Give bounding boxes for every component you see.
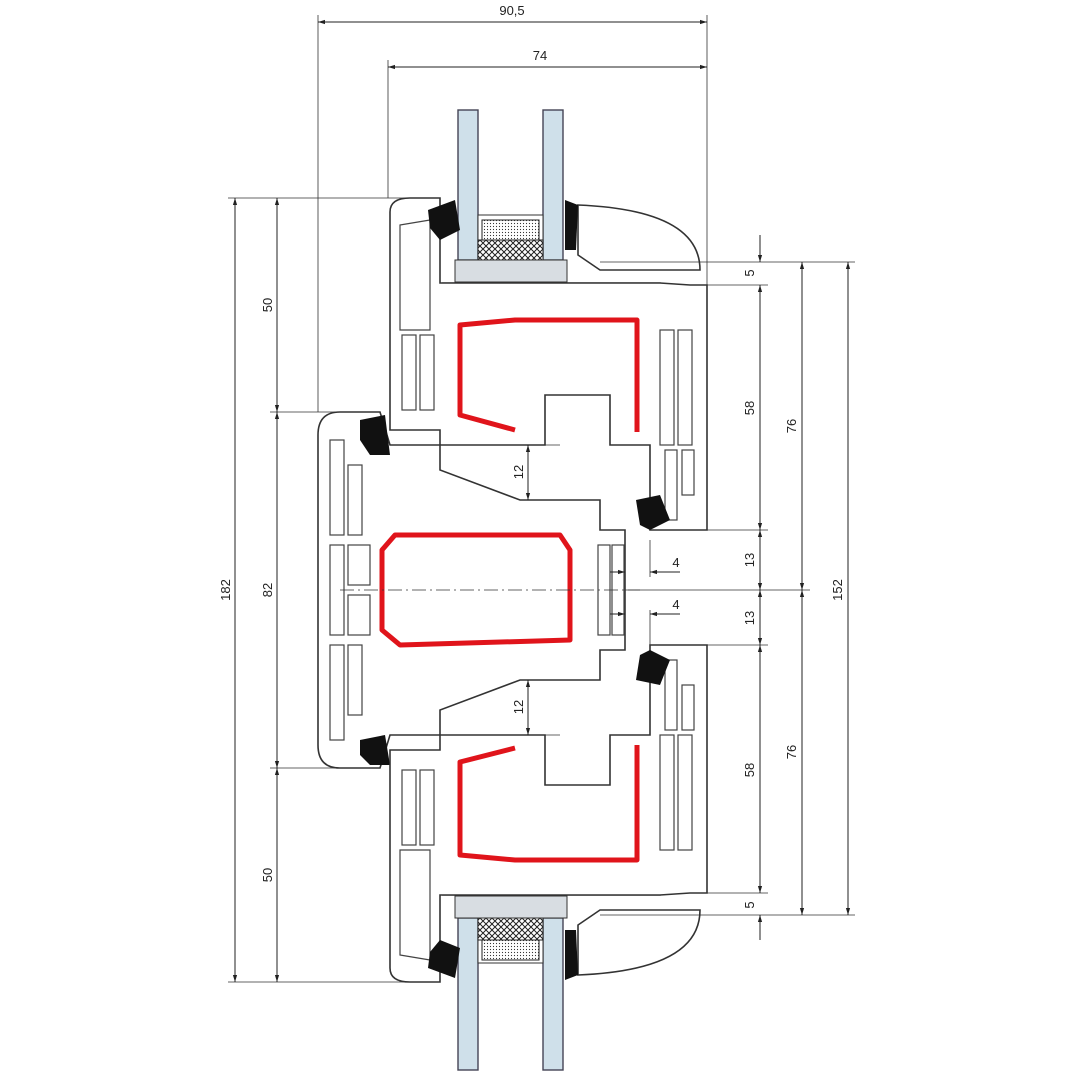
- dim-left-bottom: 50: [260, 868, 275, 882]
- dim-left-total: 182: [218, 579, 233, 601]
- dim-left-middle: 82: [260, 583, 275, 597]
- dim-overlap-bottom: 12: [511, 700, 526, 714]
- glass-panes: [457, 109, 564, 1071]
- dim-sash-depth: 74: [533, 48, 547, 63]
- dim-right-top-small: 5: [742, 269, 757, 276]
- dimension-lines: [228, 15, 855, 983]
- dim-right-top-sash: 58: [742, 401, 757, 415]
- dim-overlap-top: 12: [511, 465, 526, 479]
- dim-right-total: 152: [830, 579, 845, 601]
- dim-right-bottom-sash: 58: [742, 763, 757, 777]
- dim-gap-top: 4: [672, 555, 679, 570]
- dim-overall-depth: 90,5: [499, 3, 524, 18]
- bottom-sash-profile: [389, 644, 708, 983]
- dimension-labels: 90,5 74 182 50 82 50 12 12 5 58 13 13 58…: [218, 3, 845, 909]
- dim-gap-bottom: 4: [672, 597, 679, 612]
- dim-right-bottom-half: 76: [784, 745, 799, 759]
- dim-right-bottom-small: 5: [742, 901, 757, 908]
- dim-left-top: 50: [260, 298, 275, 312]
- dim-right-top-half: 76: [784, 419, 799, 433]
- dim-right-bottom-gap: 13: [742, 611, 757, 625]
- dim-right-top-gap: 13: [742, 553, 757, 567]
